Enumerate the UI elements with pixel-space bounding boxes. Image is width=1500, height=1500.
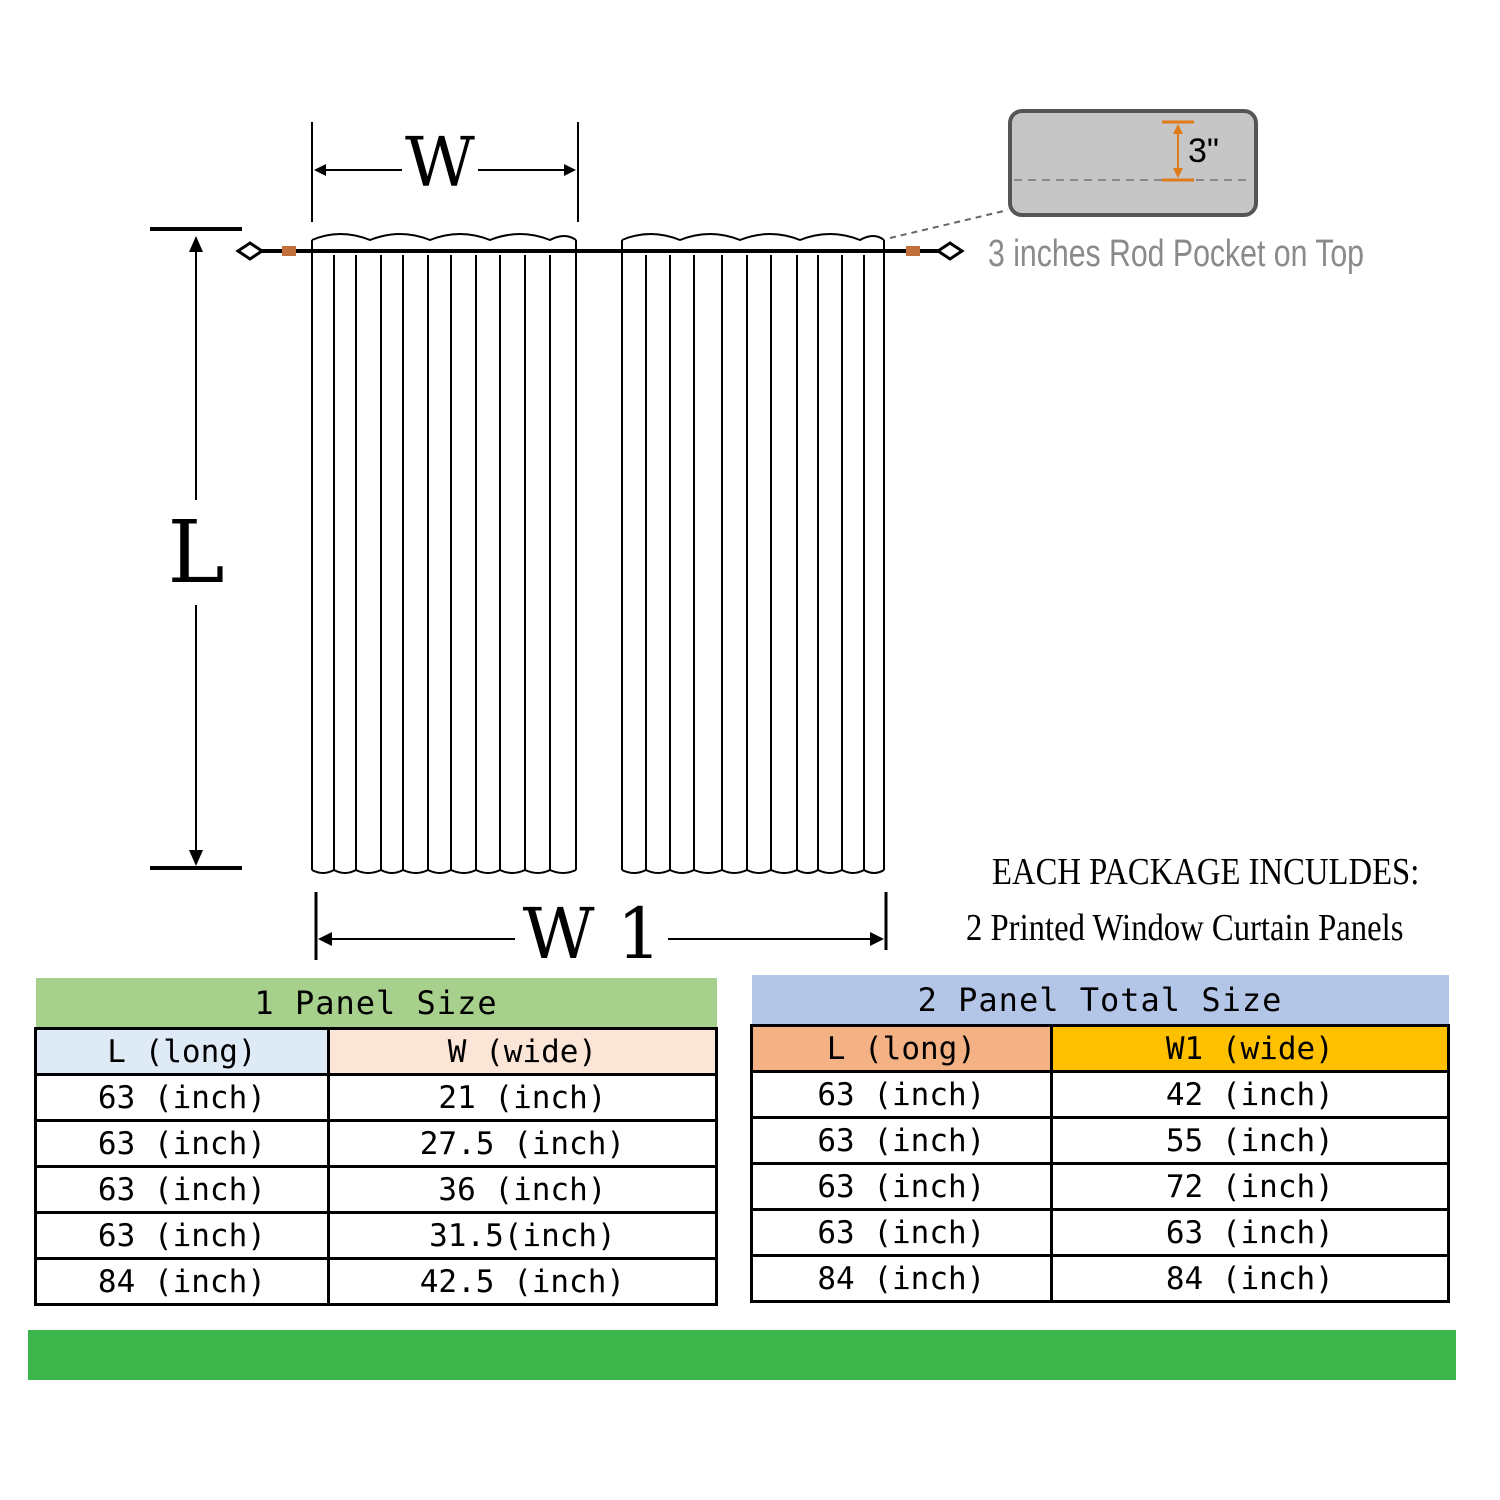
panel-length-cell: 63 (inch) (34, 1119, 330, 1168)
panel-size-title: 1 Panel Size (35, 978, 717, 1029)
total-length-cell: 63 (inch) (750, 1208, 1053, 1257)
width-dimension: W (311, 122, 579, 222)
total-header-length: L (long) (750, 1024, 1053, 1073)
panel-header-length: L (long) (34, 1027, 330, 1076)
total-length-cell: 63 (inch) (750, 1116, 1053, 1165)
panel-length-cell: 63 (inch) (34, 1165, 330, 1214)
panel-length-cell: 63 (inch) (34, 1073, 330, 1122)
table-row: 63 (inch) 42 (inch) (750, 1070, 1451, 1119)
curtain-panel-left (311, 233, 577, 874)
package-heading: EACH PACKAGE INCULDES: (992, 851, 1420, 893)
length-dimension: L (150, 227, 242, 870)
total-length-cell: 84 (inch) (750, 1254, 1053, 1303)
panel-width-cell: 21 (inch) (326, 1073, 719, 1122)
total-width-cell: 63 (inch) (1049, 1208, 1451, 1257)
rod-pocket-caption: 3 inches Rod Pocket on Top (988, 233, 1364, 275)
panel-width-cell: 36 (inch) (326, 1165, 719, 1214)
total-size-title: 2 Panel Total Size (751, 975, 1449, 1026)
panel-width-cell: 42.5 (inch) (326, 1257, 719, 1306)
panel-header-width: W (wide) (326, 1027, 719, 1076)
panel-length-cell: 84 (inch) (34, 1257, 330, 1306)
table-row: 63 (inch) 27.5 (inch) (34, 1119, 719, 1168)
table-row: 84 (inch) 84 (inch) (750, 1254, 1451, 1303)
total-width-label: W 1 (523, 893, 662, 975)
panel-width-cell: 31.5(inch) (326, 1211, 719, 1260)
bottom-bar (28, 1330, 1456, 1380)
rod-pocket-measure: 3" (1188, 132, 1219, 170)
total-size-table: 2 Panel Total Size L (long) W1 (wide) 63… (750, 975, 1451, 1303)
table-row: 63 (inch) 72 (inch) (750, 1162, 1451, 1211)
total-width-cell: 55 (inch) (1049, 1116, 1451, 1165)
table-row: 63 (inch) 36 (inch) (34, 1165, 719, 1214)
total-length-cell: 63 (inch) (750, 1070, 1053, 1119)
total-header-width: W1 (wide) (1049, 1024, 1451, 1073)
panel-width-cell: 27.5 (inch) (326, 1119, 719, 1168)
curtain-rod (235, 241, 965, 261)
total-length-cell: 63 (inch) (750, 1162, 1053, 1211)
curtain-panel-right (621, 233, 885, 874)
total-width-cell: 42 (inch) (1049, 1070, 1451, 1119)
panel-length-cell: 63 (inch) (34, 1211, 330, 1260)
total-width-dimension: W 1 (314, 892, 888, 975)
table-row: 63 (inch) 21 (inch) (34, 1073, 719, 1122)
table-row: 63 (inch) 55 (inch) (750, 1116, 1451, 1165)
table-row: 84 (inch) 42.5 (inch) (34, 1257, 719, 1306)
table-row: 63 (inch) 31.5(inch) (34, 1211, 719, 1260)
total-width-cell: 84 (inch) (1049, 1254, 1451, 1303)
length-label: L (167, 503, 224, 603)
package-contents: 2 Printed Window Curtain Panels (966, 907, 1404, 949)
panel-size-table: 1 Panel Size L (long) W (wide) 63 (inch)… (34, 978, 719, 1306)
rod-pocket-callout: 3" 3 inches Rod Pocket on Top (889, 109, 1364, 275)
width-label: W (405, 124, 475, 203)
total-width-cell: 72 (inch) (1049, 1162, 1451, 1211)
table-row: 63 (inch) 63 (inch) (750, 1208, 1451, 1257)
